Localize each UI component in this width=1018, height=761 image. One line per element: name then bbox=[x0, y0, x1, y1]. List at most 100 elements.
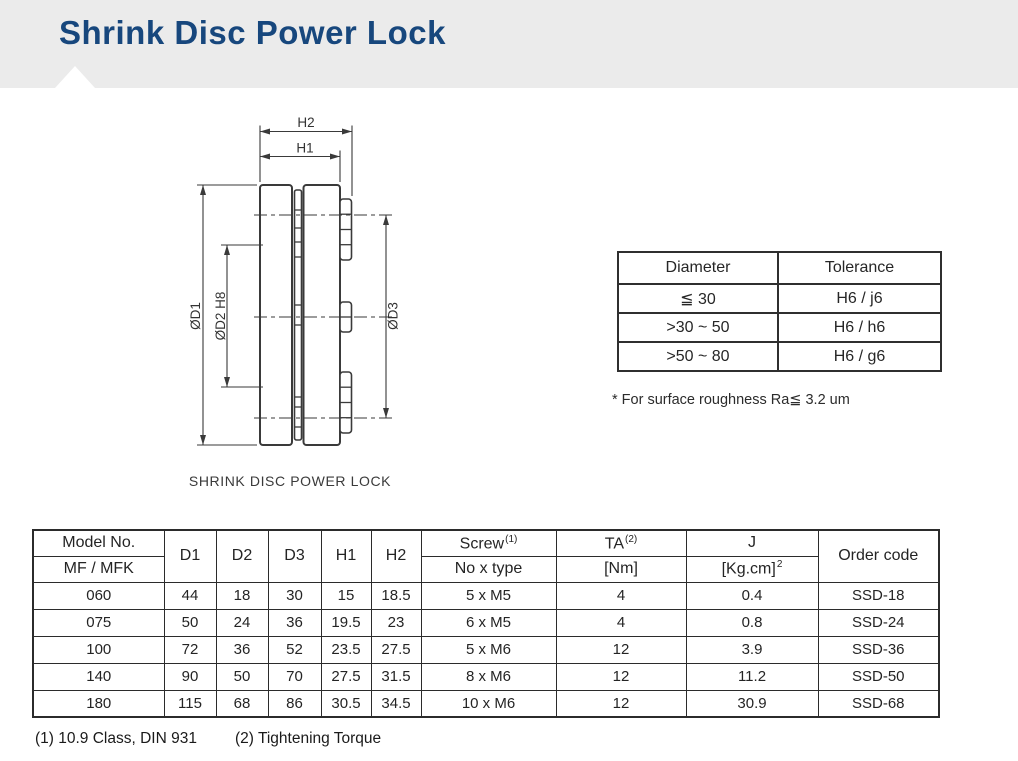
table-row: 060 44 18 30 15 18.5 5 x M5 4 0.4 SSD-18 bbox=[32, 581, 940, 610]
cell-screw: 10 x M6 bbox=[420, 689, 557, 718]
col-header-h1: H1 bbox=[320, 529, 372, 583]
cell-ta: 12 bbox=[555, 662, 687, 691]
col-header-model-no: Model No. bbox=[32, 529, 165, 557]
cell-order-code: SSD-24 bbox=[817, 608, 940, 637]
surface-roughness-note: * For surface roughness Ra≦ 3.2 um bbox=[612, 392, 850, 408]
col-header-d1: D1 bbox=[163, 529, 217, 583]
cell-order-code: SSD-36 bbox=[817, 635, 940, 664]
shrink-disc-drawing-svg: H2 H1 ØD1 ØD2 H8 ØD3 bbox=[188, 115, 401, 446]
cell-h2: 27.5 bbox=[370, 635, 422, 664]
cell-h2: 18.5 bbox=[370, 581, 422, 610]
tolerance-fit-value: H6 / g6 bbox=[777, 341, 942, 372]
drawing-caption: SHRINK DISC POWER LOCK bbox=[188, 473, 392, 489]
cell-d2: 68 bbox=[215, 689, 269, 718]
tolerance-fit-value: H6 / h6 bbox=[777, 312, 942, 343]
cell-ta: 4 bbox=[555, 581, 687, 610]
cell-d3: 52 bbox=[267, 635, 322, 664]
sleeve-segment-lines bbox=[294, 209, 302, 428]
col-header-d2: D2 bbox=[215, 529, 269, 583]
dimension-d3: ØD3 bbox=[383, 215, 401, 418]
cell-screw: 5 x M5 bbox=[420, 581, 557, 610]
cell-model: 075 bbox=[32, 608, 165, 637]
cell-d1: 90 bbox=[163, 662, 217, 691]
cell-model: 180 bbox=[32, 689, 165, 718]
cell-h2: 34.5 bbox=[370, 689, 422, 718]
cell-h1: 23.5 bbox=[320, 635, 372, 664]
table-row: 100 72 36 52 23.5 27.5 5 x M6 12 3.9 SSD… bbox=[32, 635, 940, 664]
cell-j: 30.9 bbox=[685, 689, 819, 718]
dim-label-d2: ØD2 H8 bbox=[213, 292, 228, 341]
col-header-screw: Screw(1) bbox=[420, 529, 557, 557]
dim-label-d1: ØD1 bbox=[188, 302, 203, 330]
cell-ta: 12 bbox=[555, 689, 687, 718]
page-title: Shrink Disc Power Lock bbox=[59, 14, 446, 51]
cell-d3: 36 bbox=[267, 608, 322, 637]
tolerance-diameter-value: >30 ~ 50 bbox=[617, 312, 779, 343]
tolerance-table: Diameter Tolerance ≦ 30 H6 / j6 >30 ~ 50… bbox=[617, 251, 942, 372]
header-band: Shrink Disc Power Lock bbox=[0, 0, 1018, 88]
col-header-ta-label: TA bbox=[604, 534, 625, 552]
col-header-d3: D3 bbox=[267, 529, 322, 583]
footnote-2: (2) Tightening Torque bbox=[234, 730, 382, 747]
cell-screw: 6 x M5 bbox=[420, 608, 557, 637]
shrink-disc-technical-drawing: H2 H1 ØD1 ØD2 H8 ØD3 bbox=[160, 100, 420, 472]
cell-d2: 18 bbox=[215, 581, 269, 610]
cell-h2: 31.5 bbox=[370, 662, 422, 691]
table-row: 140 90 50 70 27.5 31.5 8 x M6 12 11.2 SS… bbox=[32, 662, 940, 691]
header-notch-triangle bbox=[55, 66, 95, 88]
tolerance-fit-value: H6 / j6 bbox=[777, 283, 942, 314]
j-unit-exponent: 2 bbox=[776, 559, 783, 571]
col-header-j: J bbox=[685, 529, 819, 557]
cell-h1: 27.5 bbox=[320, 662, 372, 691]
cell-order-code: SSD-18 bbox=[817, 581, 940, 610]
col-header-ta: TA(2) bbox=[555, 529, 687, 557]
col-header-order-code: Order code bbox=[817, 529, 940, 583]
col-header-h2: H2 bbox=[370, 529, 422, 583]
cell-h1: 19.5 bbox=[320, 608, 372, 637]
cell-h2: 23 bbox=[370, 608, 422, 637]
cell-d3: 30 bbox=[267, 581, 322, 610]
cell-d1: 50 bbox=[163, 608, 217, 637]
dimension-h1: H1 bbox=[260, 141, 341, 182]
col-subheader-model-series: MF / MFK bbox=[32, 555, 165, 583]
dim-label-d3: ØD3 bbox=[386, 302, 401, 330]
cell-j: 11.2 bbox=[685, 662, 819, 691]
table-row: ≦ 30 H6 / j6 bbox=[617, 283, 942, 314]
cell-d3: 70 bbox=[267, 662, 322, 691]
cell-d1: 44 bbox=[163, 581, 217, 610]
cell-h1: 30.5 bbox=[320, 689, 372, 718]
cell-screw: 5 x M6 bbox=[420, 635, 557, 664]
cell-d3: 86 bbox=[267, 689, 322, 718]
tolerance-diameter-value: >50 ~ 80 bbox=[617, 341, 779, 372]
j-unit-label: [Kg.cm] bbox=[721, 560, 776, 578]
col-subheader-j-unit: [Kg.cm]2 bbox=[685, 555, 819, 583]
cell-d2: 36 bbox=[215, 635, 269, 664]
footnote-ref-2: (2) bbox=[625, 533, 638, 545]
disc-bodies bbox=[259, 184, 341, 446]
tolerance-header-diameter: Diameter bbox=[617, 251, 779, 285]
dimension-d1: ØD1 bbox=[188, 184, 257, 446]
cell-order-code: SSD-68 bbox=[817, 689, 940, 718]
cell-j: 0.4 bbox=[685, 581, 819, 610]
cell-model: 100 bbox=[32, 635, 165, 664]
spec-table: Model No. D1 D2 D3 H1 H2 Screw(1) TA(2) … bbox=[32, 529, 940, 718]
table-row: >30 ~ 50 H6 / h6 bbox=[617, 312, 942, 343]
cell-model: 140 bbox=[32, 662, 165, 691]
table-footnotes: (1) 10.9 Class, DIN 931(2) Tightening To… bbox=[35, 730, 381, 748]
center-lines bbox=[254, 214, 392, 419]
dim-label-h1: H1 bbox=[296, 141, 313, 156]
cell-d2: 24 bbox=[215, 608, 269, 637]
dimension-h2: H2 bbox=[259, 115, 353, 196]
col-header-screw-label: Screw bbox=[459, 534, 505, 552]
table-row: 180 115 68 86 30.5 34.5 10 x M6 12 30.9 … bbox=[32, 689, 940, 718]
table-row: 075 50 24 36 19.5 23 6 x M5 4 0.8 SSD-24 bbox=[32, 608, 940, 637]
cell-j: 0.8 bbox=[685, 608, 819, 637]
dim-label-h2: H2 bbox=[297, 115, 314, 130]
cell-d1: 72 bbox=[163, 635, 217, 664]
cell-d2: 50 bbox=[215, 662, 269, 691]
cell-order-code: SSD-50 bbox=[817, 662, 940, 691]
dimension-d2: ØD2 H8 bbox=[213, 244, 263, 388]
cell-j: 3.9 bbox=[685, 635, 819, 664]
cell-model: 060 bbox=[32, 581, 165, 610]
tolerance-diameter-value: ≦ 30 bbox=[617, 283, 779, 314]
